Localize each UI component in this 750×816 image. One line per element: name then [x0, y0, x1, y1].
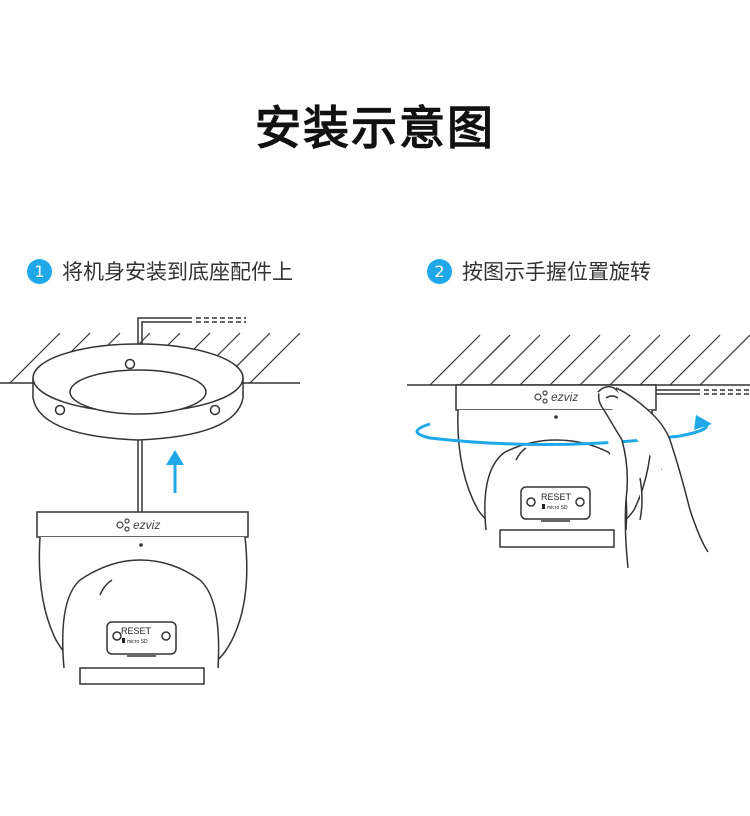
reset-label-2: RESET [541, 492, 572, 502]
hand-icon [597, 385, 709, 569]
indicator-light-1 [139, 543, 143, 547]
indicator-light-2 [554, 415, 558, 419]
reset-label-1: RESET [121, 626, 152, 636]
cable-1b [141, 321, 192, 515]
mount-screw-hole [209, 404, 221, 416]
step-1: 1 将机身安装到底座配件上 [27, 256, 293, 286]
rotate-arrow [415, 415, 712, 447]
mount-screw-hole [124, 358, 136, 370]
page-title: 安装示意图 [255, 101, 495, 155]
step-2-illustration: RESET micro SD ezviz [407, 334, 750, 569]
camera-2: RESET micro SD ezviz [455, 384, 657, 548]
cable-1 [137, 317, 192, 515]
sd-card-icon [122, 638, 125, 643]
reset-panel-2 [520, 486, 591, 520]
step-2-number-badge: 2 [427, 258, 452, 284]
ezviz-logo-icon [534, 390, 548, 404]
ezviz-logo-icon [116, 518, 130, 532]
step-2-text: 按图示手握位置旋转 [462, 260, 651, 284]
mount-base [32, 343, 244, 441]
brand-label-1: ezviz [133, 518, 160, 532]
sd-label-2: micro SD [547, 505, 568, 511]
ceiling-hatch-2 [429, 334, 750, 386]
step-1-number-badge: 1 [27, 258, 52, 284]
sd-label-1: micro SD [127, 639, 148, 645]
step-1-text: 将机身安装到底座配件上 [62, 260, 293, 284]
up-arrow [166, 450, 184, 493]
mount-screw-hole [54, 404, 66, 416]
sd-card-icon [542, 504, 545, 509]
step-2: 2 按图示手握位置旋转 [427, 256, 651, 286]
brand-label-2: ezviz [551, 390, 578, 404]
step-1-illustration: RESET micro SD ezviz [0, 317, 301, 685]
camera-1: RESET micro SD ezviz [36, 511, 249, 685]
reset-panel-1 [106, 621, 177, 655]
